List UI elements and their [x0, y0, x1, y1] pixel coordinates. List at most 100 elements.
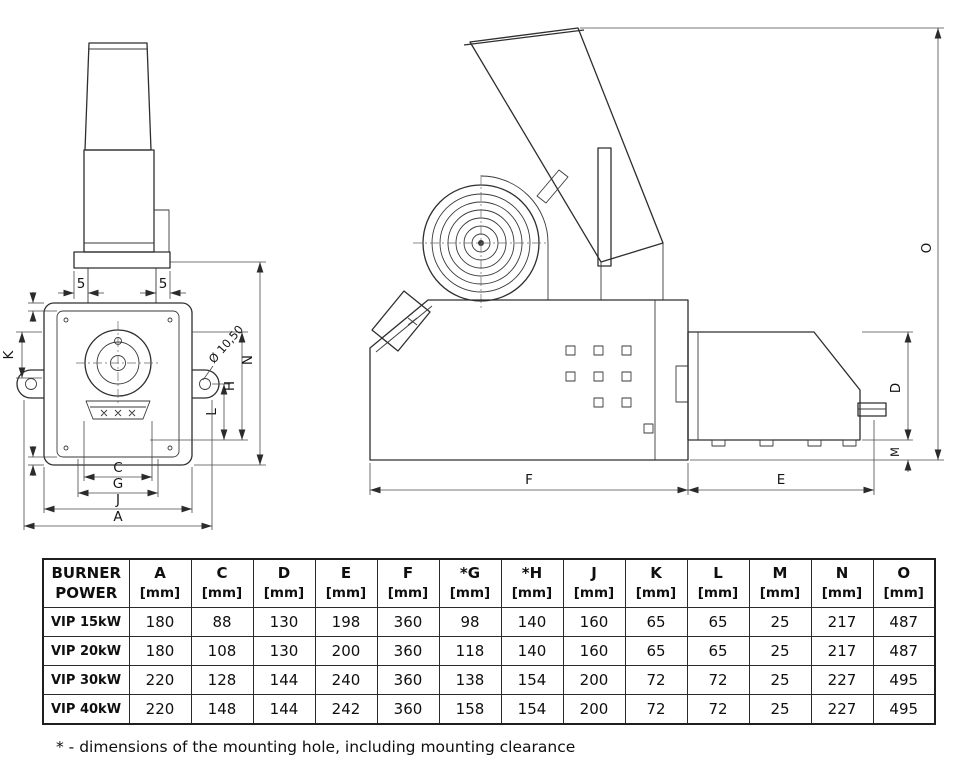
table-cell: 140: [500, 607, 564, 637]
technical-drawing: 5 5 K L H N: [1, 27, 944, 530]
table-row: VIP 30kW 220 128 144 240 360 138 154 200…: [42, 665, 936, 695]
dim-label-d: D: [888, 383, 904, 393]
dim-label-e: E: [777, 472, 786, 488]
burner-port: [76, 321, 160, 405]
table-cell: 98: [438, 607, 502, 637]
table-cell: 144: [252, 665, 316, 695]
table-cell: 217: [810, 607, 874, 637]
chimney-tube: [84, 42, 152, 151]
col-header-e: E[mm]: [314, 558, 378, 608]
table-row: VIP 20kW 180 108 130 200 360 118 140 160…: [42, 636, 936, 666]
table-cell: 65: [624, 636, 688, 666]
table-cell: 118: [438, 636, 502, 666]
col-header-c: C[mm]: [190, 558, 254, 608]
table-cell: 25: [748, 607, 812, 637]
table-cell: 72: [624, 665, 688, 695]
burner-power-line2: POWER: [55, 583, 118, 602]
igniter-box: [371, 290, 431, 352]
fan: [413, 175, 549, 311]
col-header-m: M[mm]: [748, 558, 812, 608]
col-header-g: *G[mm]: [438, 558, 502, 608]
model-cell: VIP 20kW: [42, 636, 130, 666]
table-cell: 65: [624, 607, 688, 637]
dim-label-o: O: [919, 243, 935, 254]
dimensions-table: BURNER POWER A[mm] C[mm] D[mm] E[mm] F[m…: [42, 558, 936, 725]
table-cell: 72: [686, 694, 750, 725]
model-cell: VIP 40kW: [42, 694, 130, 725]
model-cell: VIP 30kW: [42, 665, 130, 695]
table-cell: 180: [128, 607, 192, 637]
burner-power-line1: BURNER: [51, 564, 121, 582]
table-cell: 138: [438, 665, 502, 695]
dim-label-a: A: [113, 509, 123, 525]
dim-label-h: H: [222, 381, 238, 391]
table-cell: 130: [252, 636, 316, 666]
table-cell: 200: [562, 665, 626, 695]
table-cell: 360: [376, 636, 440, 666]
table-cell: 200: [562, 694, 626, 725]
pellet-hopper-chute: [463, 27, 664, 300]
table-cell: 154: [500, 694, 564, 725]
table-cell: 220: [128, 694, 192, 725]
dim-label-f: F: [525, 472, 533, 488]
table-cell: 130: [252, 607, 316, 637]
table-cell: 65: [686, 636, 750, 666]
dim-label-g: G: [113, 476, 123, 492]
table-cell: 217: [810, 636, 874, 666]
table-cell: 108: [190, 636, 254, 666]
table-cell: 487: [872, 607, 936, 637]
col-header-a: A[mm]: [128, 558, 192, 608]
table-cell: 242: [314, 694, 378, 725]
dim-label-j: J: [115, 492, 120, 508]
table-row: VIP 15kW 180 88 130 198 360 98 140 160 6…: [42, 607, 936, 637]
table-cell: 25: [748, 665, 812, 695]
mounting-tab-left: [16, 369, 44, 399]
table-cell: 65: [686, 607, 750, 637]
table-cell: 360: [376, 607, 440, 637]
table-cell: 25: [748, 636, 812, 666]
table-cell: 487: [872, 636, 936, 666]
front-view: [16, 42, 220, 466]
table-cell: 227: [810, 694, 874, 725]
burner-body-front: [43, 302, 193, 466]
table-cell: 140: [500, 636, 564, 666]
col-header-f: F[mm]: [376, 558, 440, 608]
feeder-upper-box: [83, 149, 170, 253]
col-header-o: O[mm]: [872, 558, 936, 608]
col-header-l: L[mm]: [686, 558, 750, 608]
burner-body-side: [369, 299, 689, 461]
dim-label-offset-right: 5: [159, 276, 168, 292]
table-header-row: BURNER POWER A[mm] C[mm] D[mm] E[mm] F[m…: [42, 558, 936, 608]
col-header-burner-power: BURNER POWER: [42, 558, 130, 608]
vent-holes: [565, 345, 654, 434]
side-view-dimensions: F E D M O: [369, 27, 944, 495]
footnote: * - dimensions of the mounting hole, inc…: [56, 738, 576, 756]
col-header-n: N[mm]: [810, 558, 874, 608]
table-cell: 154: [500, 665, 564, 695]
dim-label-n: N: [240, 355, 256, 365]
table-row: VIP 40kW 220 148 144 242 360 158 154 200…: [42, 694, 936, 725]
table-cell: 180: [128, 636, 192, 666]
dim-label-c: C: [113, 460, 122, 476]
table-cell: 25: [748, 694, 812, 725]
ash-grate: [85, 400, 151, 420]
table-cell: 160: [562, 607, 626, 637]
table-cell: 72: [624, 694, 688, 725]
table-cell: 144: [252, 694, 316, 725]
table-cell: 227: [810, 665, 874, 695]
table-cell: 220: [128, 665, 192, 695]
table-cell: 495: [872, 694, 936, 725]
table-cell: 240: [314, 665, 378, 695]
dim-label-offset-left: 5: [77, 276, 86, 292]
side-view: [369, 27, 887, 461]
table-cell: 160: [562, 636, 626, 666]
col-header-h: *H[mm]: [500, 558, 564, 608]
dim-label-k: K: [1, 349, 17, 359]
col-header-k: K[mm]: [624, 558, 688, 608]
table-cell: 158: [438, 694, 502, 725]
table-cell: 360: [376, 665, 440, 695]
table-cell: 198: [314, 607, 378, 637]
table-cell: 72: [686, 665, 750, 695]
table-cell: 148: [190, 694, 254, 725]
